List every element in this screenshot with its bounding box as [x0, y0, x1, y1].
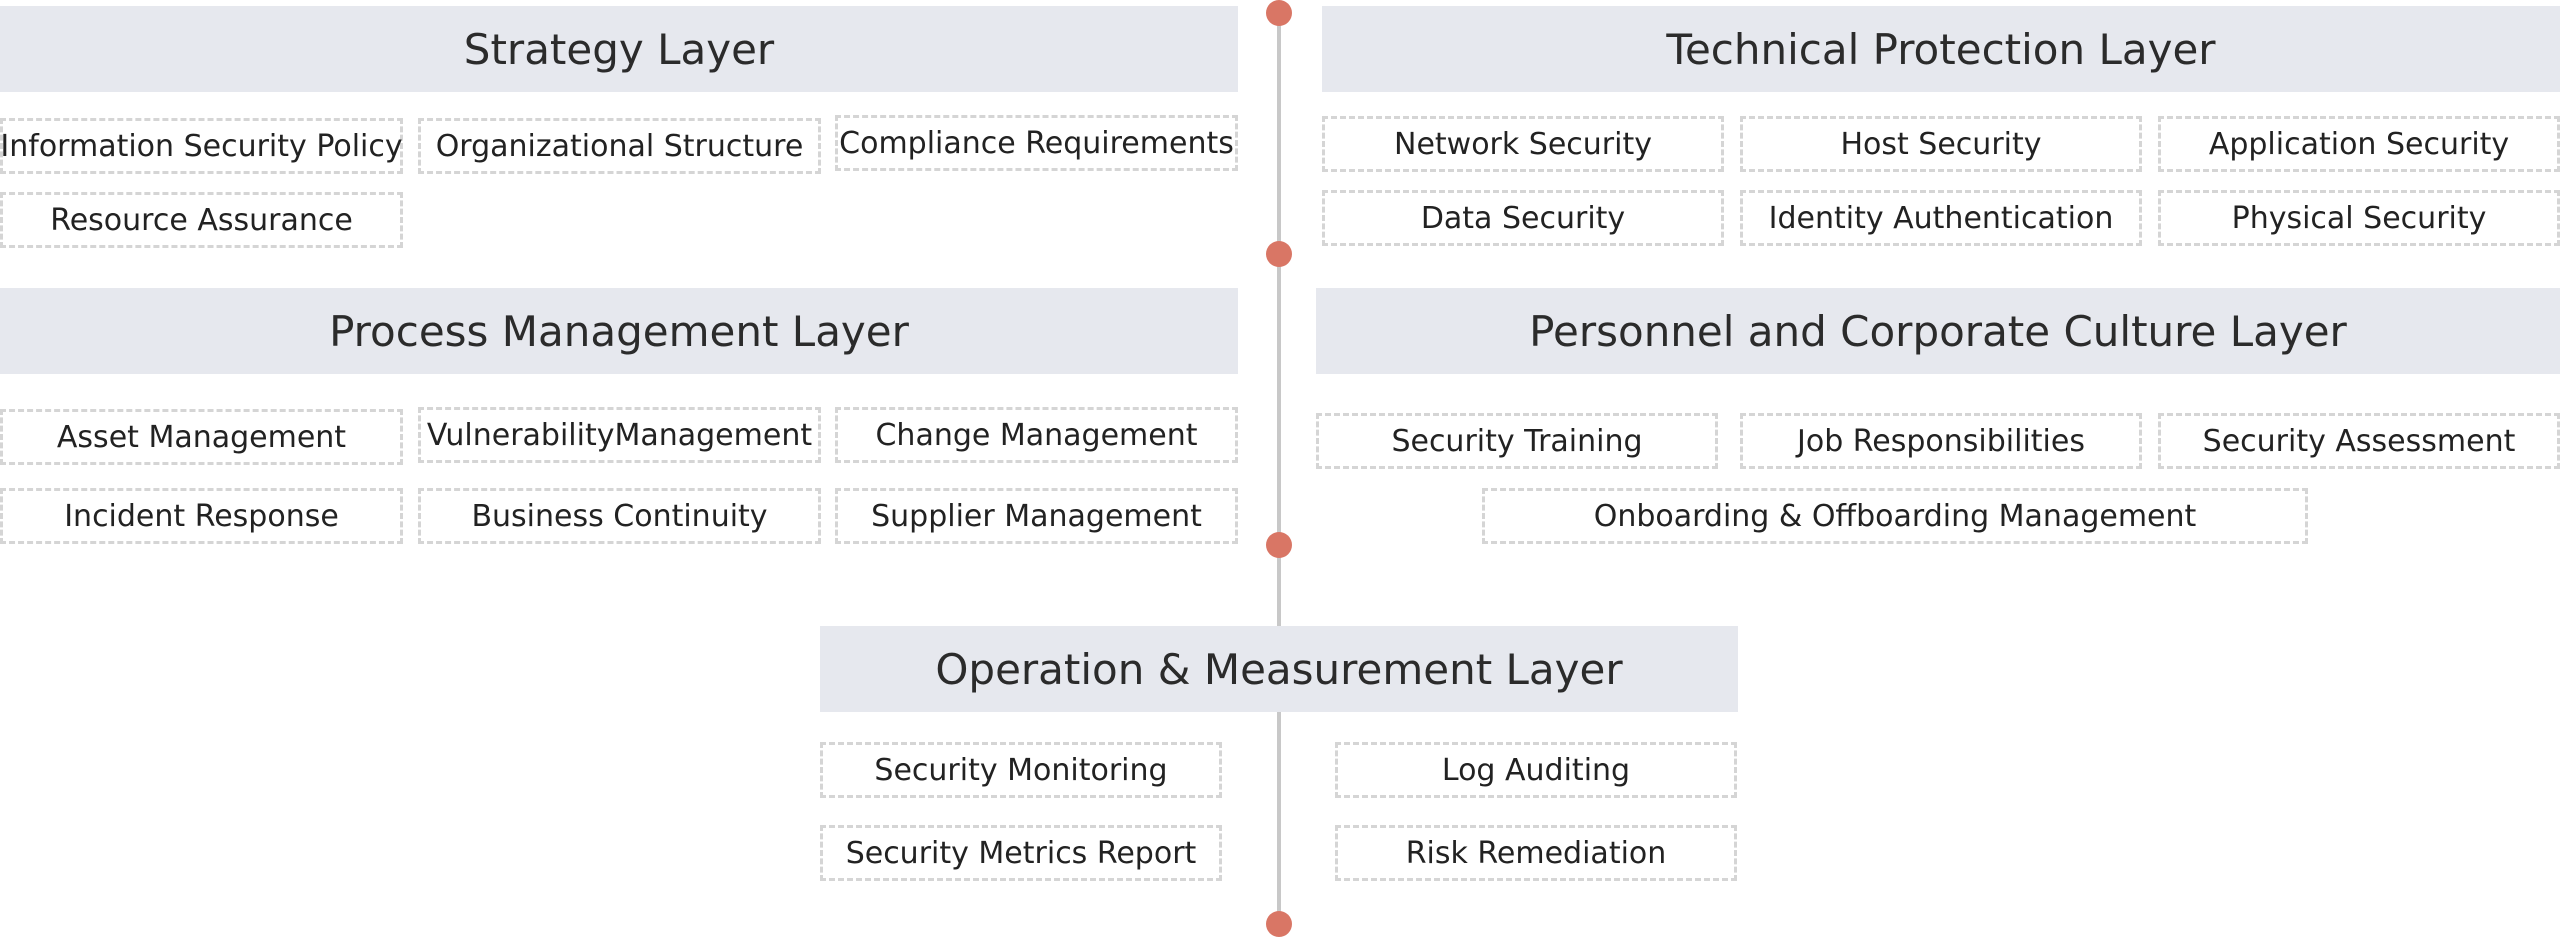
strategy-item: Organizational Structure — [418, 118, 821, 174]
process-layer-header: Process Management Layer — [0, 288, 1238, 374]
personnel-item: Security Training — [1316, 413, 1718, 469]
operation-item: Risk Remediation — [1335, 825, 1737, 881]
technical-item: Identity Authentication — [1740, 190, 2142, 246]
strategy-layer-header: Strategy Layer — [0, 6, 1238, 92]
process-item: Business Continuity — [418, 488, 821, 544]
operation-layer-header: Operation & Measurement Layer — [820, 626, 1738, 712]
personnel-item: Security Assessment — [2158, 413, 2560, 469]
personnel-item: Job Responsibilities — [1740, 413, 2142, 469]
timeline-node-1 — [1266, 0, 1292, 26]
technical-item: Host Security — [1740, 116, 2142, 172]
personnel-item: Onboarding & Offboarding Management — [1482, 488, 2308, 544]
process-item: Incident Response — [0, 488, 403, 544]
technical-item: Data Security — [1322, 190, 1724, 246]
timeline-node-4 — [1266, 911, 1292, 937]
timeline-node-3 — [1266, 532, 1292, 558]
operation-item: Log Auditing — [1335, 742, 1737, 798]
technical-layer-header: Technical Protection Layer — [1322, 6, 2560, 92]
technical-item: Physical Security — [2158, 190, 2560, 246]
process-item: VulnerabilityManagement — [418, 407, 821, 463]
process-item: Asset Management — [0, 409, 403, 465]
strategy-item: Compliance Requirements — [835, 115, 1238, 171]
technical-item: Application Security — [2158, 116, 2560, 172]
strategy-item: Information Security Policy — [0, 118, 403, 174]
timeline-node-2 — [1266, 241, 1292, 267]
strategy-item: Resource Assurance — [0, 192, 403, 248]
operation-item: Security Metrics Report — [820, 825, 1222, 881]
operation-item: Security Monitoring — [820, 742, 1222, 798]
technical-item: Network Security — [1322, 116, 1724, 172]
process-item: Supplier Management — [835, 488, 1238, 544]
timeline-axis — [1277, 12, 1281, 924]
personnel-layer-header: Personnel and Corporate Culture Layer — [1316, 288, 2560, 374]
process-item: Change Management — [835, 407, 1238, 463]
